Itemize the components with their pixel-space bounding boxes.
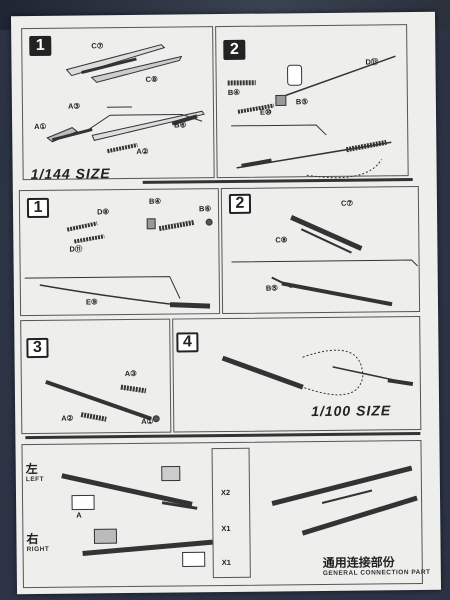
label-a2-100: A② bbox=[61, 413, 74, 423]
label-a2-144: A② bbox=[136, 146, 149, 156]
step1-100-drawing bbox=[24, 218, 213, 309]
label-a1-144: A① bbox=[34, 121, 47, 131]
label-a1-100: A① bbox=[141, 416, 154, 426]
label-d8-100: D⑧ bbox=[96, 207, 110, 217]
label-b4-100: B④ bbox=[148, 196, 162, 206]
label-e9-100: E⑨ bbox=[85, 297, 98, 307]
label-a3-144: A③ bbox=[67, 101, 81, 111]
label-d11-100: D⑪ bbox=[69, 244, 83, 254]
label-c8-100: C⑧ bbox=[275, 235, 288, 245]
step2-144-drawing bbox=[227, 55, 396, 179]
label-e10-144: E⑩ bbox=[259, 107, 272, 117]
label-c7-100: C⑦ bbox=[340, 198, 354, 208]
general-connection-en: GENERAL CONNECTION PART bbox=[322, 568, 431, 578]
label-a3-100: A③ bbox=[124, 368, 137, 379]
label-b6-144: B⑥ bbox=[174, 120, 187, 130]
label-b4-144: B④ bbox=[227, 87, 240, 97]
label-b6-100: B⑥ bbox=[198, 204, 212, 214]
count-2: X1 bbox=[221, 523, 231, 534]
label-b5-100: B⑤ bbox=[265, 283, 279, 293]
step3-100-drawing bbox=[45, 380, 160, 423]
size-title-100: 1/100 SIZE bbox=[311, 402, 392, 420]
label-c8-144: C⑧ bbox=[145, 74, 158, 84]
label-b5-144: B⑤ bbox=[295, 97, 309, 107]
step4-100-drawing bbox=[221, 349, 414, 396]
count-1: X2 bbox=[220, 487, 231, 498]
instruction-sheet: 1 2 C⑦ C⑧ A③ A① A② B⑥ bbox=[10, 11, 442, 595]
size-title-144: 1/144 SIZE bbox=[30, 165, 111, 183]
label-d13-144: D⑬ bbox=[365, 57, 379, 67]
divider-144 bbox=[142, 178, 413, 184]
step1-144-drawing bbox=[46, 44, 205, 154]
general-connection-title: 通用连接部份 bbox=[322, 555, 395, 571]
step2-100-drawing bbox=[231, 215, 418, 307]
part-letter-a: A bbox=[76, 510, 82, 520]
connection-drawing bbox=[61, 465, 418, 567]
count-3: X1 bbox=[221, 557, 231, 568]
label-c7-144: C⑦ bbox=[91, 41, 104, 51]
